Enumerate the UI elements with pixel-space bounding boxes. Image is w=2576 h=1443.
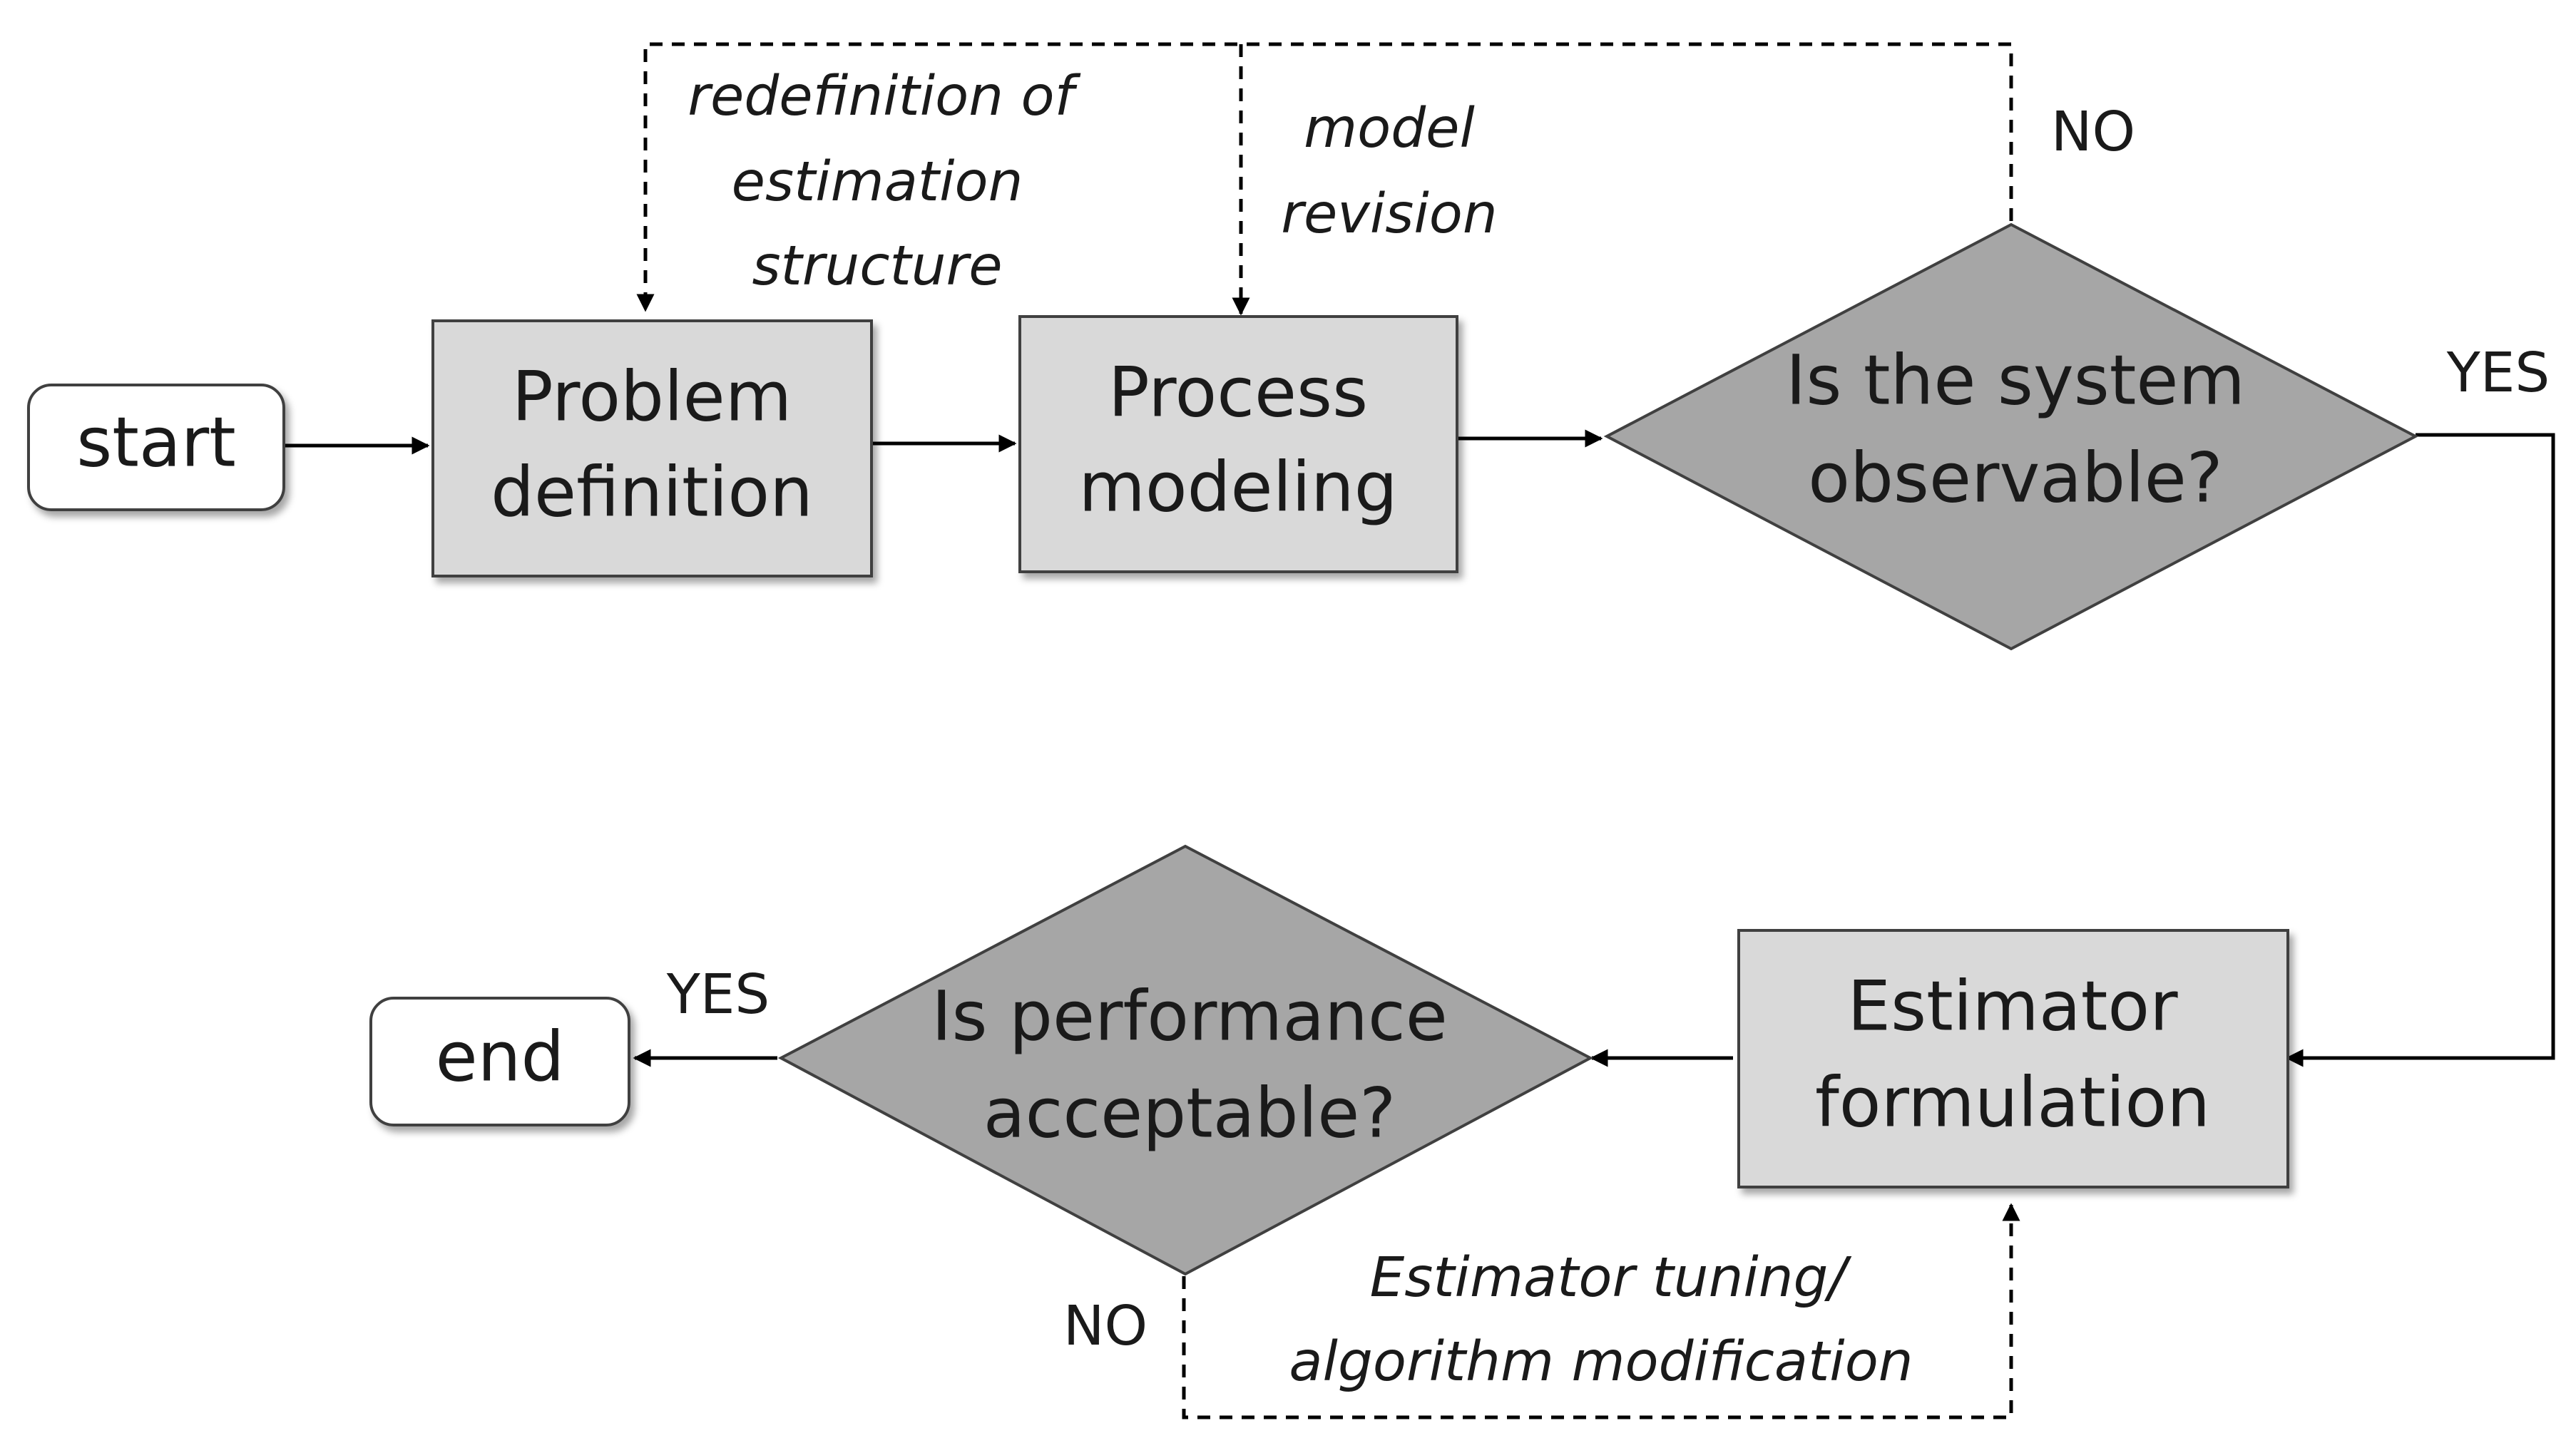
tuning-line2: algorithm modification	[1289, 1330, 1913, 1394]
model-revision-label: model revision	[1281, 97, 1497, 246]
observable-decision-diamond: Is the system observable?	[1603, 222, 2419, 651]
redefinition-line3: structure	[752, 235, 1002, 298]
redefinition-line2: estimation	[732, 150, 1023, 214]
problem-definition-line1: Problem	[512, 356, 792, 436]
problem-definition-line2: definition	[491, 452, 813, 532]
process-modeling-box: Process modeling	[1018, 315, 1458, 573]
model-revision-line1: model	[1304, 97, 1475, 160]
arrow-observable-yes-to-estimator	[2285, 433, 2555, 1067]
performance-yes-label: YES	[666, 963, 770, 1027]
process-modeling-line2: modeling	[1078, 447, 1397, 527]
performance-no-label: NO	[1063, 1295, 1148, 1358]
problem-definition-box: Problem definition	[431, 319, 873, 577]
start-label: start	[76, 402, 236, 482]
observable-yes-label: YES	[2446, 342, 2550, 405]
start-node: start	[27, 384, 285, 511]
performance-decision-line1: Is performance	[931, 976, 1448, 1056]
estimator-formulation-line2: formulation	[1815, 1062, 2210, 1142]
performance-decision-diamond: Is performance acceptable?	[777, 844, 1594, 1276]
end-node: end	[369, 997, 630, 1126]
tuning-line1: Estimator tuning/	[1370, 1246, 1852, 1310]
performance-decision-line2: acceptable?	[983, 1073, 1396, 1153]
tuning-label: Estimator tuning/ algorithm modification	[1289, 1246, 1913, 1394]
redefinition-line1: redefinition of	[688, 65, 1080, 128]
end-label: end	[436, 1017, 565, 1097]
observable-no-label: NO	[2051, 101, 2135, 164]
redefinition-label: redefinition of estimation structure	[688, 65, 1080, 298]
dashed-observable-no-to-problem	[636, 42, 2013, 312]
model-revision-line2: revision	[1281, 183, 1497, 246]
process-modeling-line1: Process	[1108, 352, 1368, 432]
observable-decision-line1: Is the system	[1786, 340, 2245, 420]
estimator-formulation-box: Estimator formulation	[1737, 929, 2289, 1188]
observable-decision-line2: observable?	[1808, 438, 2222, 518]
estimator-formulation-line1: Estimator	[1847, 966, 2178, 1046]
dashed-performance-no-to-estimator	[1182, 1203, 2020, 1419]
